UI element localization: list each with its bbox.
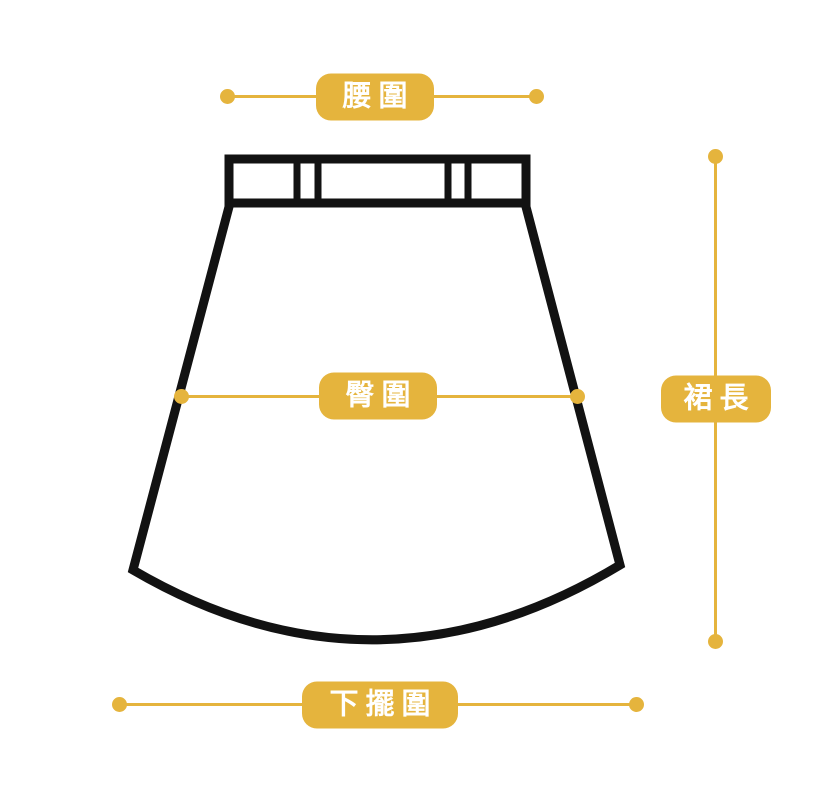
waist-dot-right	[529, 89, 544, 104]
length-label: 裙長	[683, 382, 756, 415]
hem-dot-left	[112, 697, 127, 712]
length-label-pill: 裙長	[661, 375, 771, 423]
hip-label: 臀圍	[345, 379, 418, 412]
hem-label: 下擺圍	[329, 688, 438, 721]
length-dot-top	[708, 149, 723, 164]
hip-label-pill: 臀圍	[319, 372, 437, 420]
waist-dot-left	[220, 89, 235, 104]
waist-label: 腰圍	[342, 80, 415, 113]
hem-dot-right	[629, 697, 644, 712]
length-dot-bottom	[708, 634, 723, 649]
hem-label-pill: 下擺圍	[302, 681, 458, 729]
hip-dot-right	[570, 389, 585, 404]
skirt-body	[127, 198, 626, 645]
skirt-waistband	[224, 154, 531, 208]
waist-label-pill: 腰圍	[316, 73, 434, 121]
hip-dot-left	[174, 389, 189, 404]
